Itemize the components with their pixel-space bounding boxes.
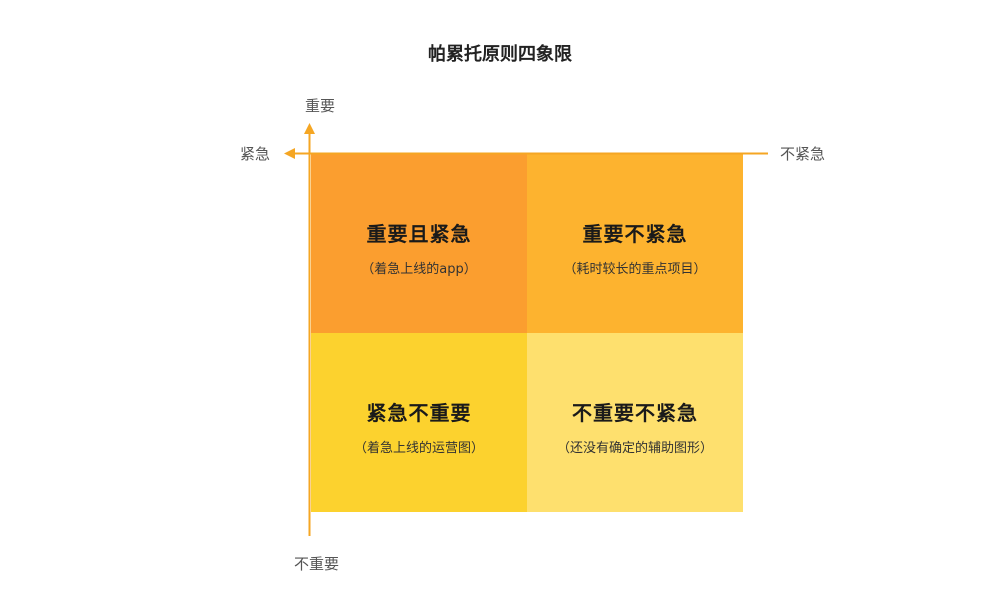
axis-label-important: 重要 <box>305 97 336 115</box>
quadrant-subtitle: （耗时较长的重点项目） <box>563 262 707 277</box>
horizontal-axis-arrow-icon <box>284 148 295 159</box>
quadrant-title: 重要且紧急 <box>366 222 472 246</box>
quadrant-subtitle: （着急上线的app） <box>361 262 477 277</box>
quadrant-title: 重要不紧急 <box>582 222 688 246</box>
quadrant-title: 不重要不紧急 <box>572 401 698 425</box>
axis-label-not-important: 不重要 <box>294 555 340 573</box>
quadrant-not-important-not-urgent: 不重要不紧急 （还没有确定的辅助图形） <box>527 333 743 512</box>
vertical-axis-arrow-icon <box>304 123 315 134</box>
quadrant-subtitle: （还没有确定的辅助图形） <box>556 441 713 456</box>
quadrant-important-urgent: 重要且紧急 （着急上线的app） <box>311 154 527 333</box>
diagram-title: 帕累托原则四象限 <box>428 44 572 65</box>
axis-label-urgent: 紧急 <box>240 145 271 163</box>
quadrant-title: 紧急不重要 <box>366 401 472 425</box>
axis-label-not-urgent: 不紧急 <box>780 145 826 163</box>
quadrant-urgent-not-important: 紧急不重要 （着急上线的运营图） <box>311 333 527 512</box>
quadrant-subtitle: （着急上线的运营图） <box>353 441 484 456</box>
quadrant-important-not-urgent: 重要不紧急 （耗时较长的重点项目） <box>527 154 743 333</box>
